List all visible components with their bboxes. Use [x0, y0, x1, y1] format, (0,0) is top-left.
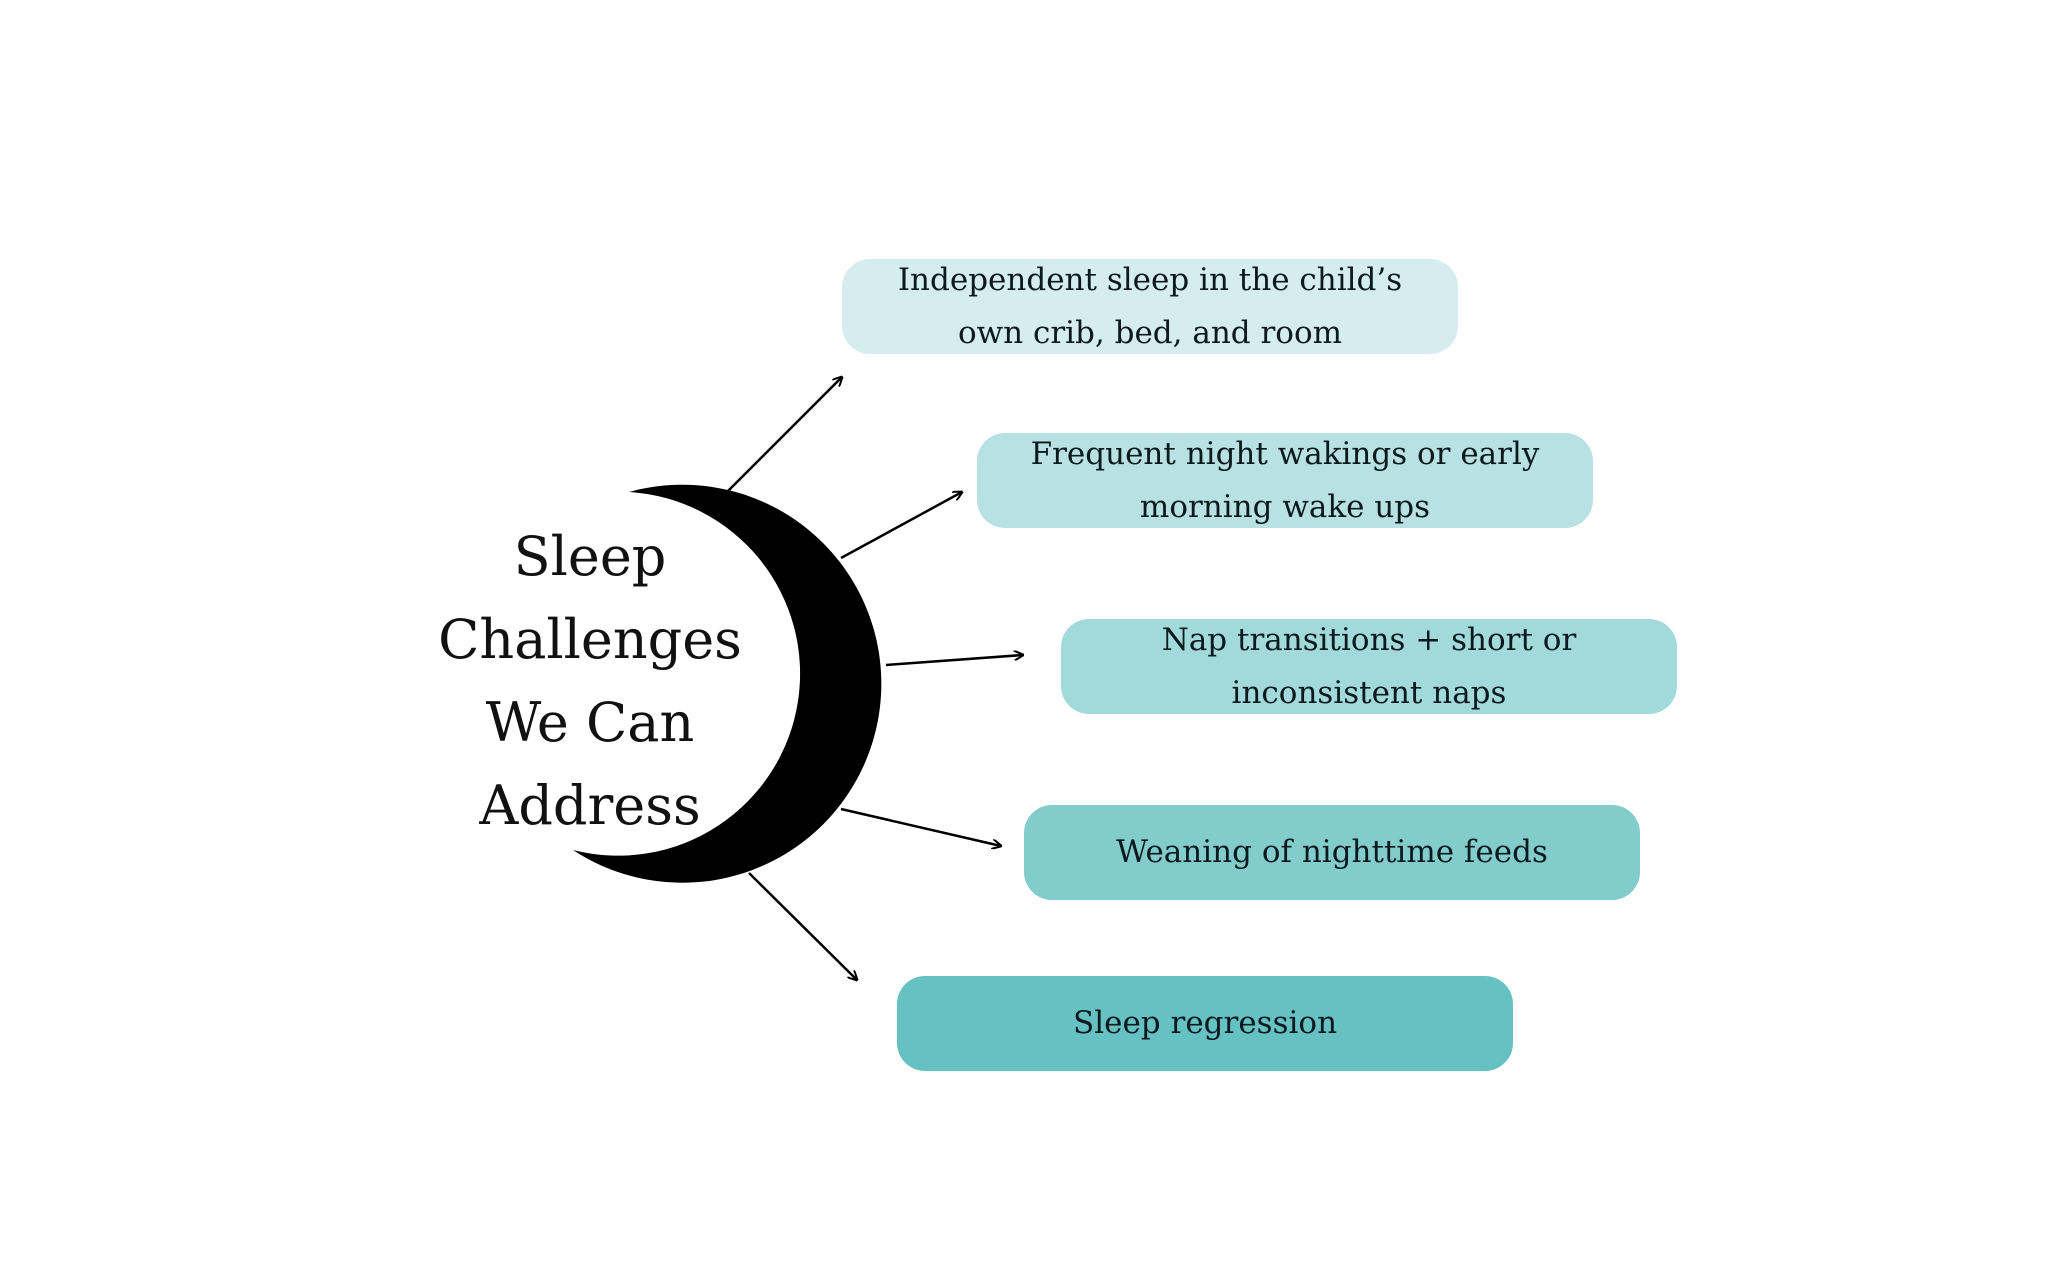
challenge-text-line: morning wake ups — [1139, 488, 1431, 525]
challenge-text-line: Nap transitions + short or — [1161, 621, 1577, 658]
challenge-text-line: Weaning of nighttime feeds — [1116, 834, 1548, 870]
challenge-box-weaning-feeds: Weaning of nighttime feeds — [1024, 805, 1640, 900]
arrow-icon — [748, 872, 857, 980]
center-title-line: We Can — [485, 691, 695, 754]
arrow-icon — [840, 807, 1001, 846]
challenge-box-sleep-regression: Sleep regression — [897, 976, 1513, 1071]
center-title-line: Challenges — [438, 608, 742, 671]
center-title-line: Sleep — [513, 525, 667, 588]
center-title: Sleep Challenges We Can Address — [430, 515, 750, 847]
challenge-text-line: Sleep regression — [1072, 1005, 1338, 1041]
arrow-icon — [885, 655, 1023, 667]
challenge-text-line: Frequent night wakings or early — [1030, 435, 1540, 472]
challenge-text-line: own crib, bed, and room — [957, 314, 1343, 351]
challenge-box-independent-sleep: Independent sleep in the child’s own cri… — [842, 259, 1458, 354]
challenge-text-line: inconsistent naps — [1231, 674, 1507, 711]
challenge-text-line: Independent sleep in the child’s — [897, 261, 1403, 298]
challenge-box-night-wakings: Frequent night wakings or early morning … — [977, 433, 1593, 528]
arrow-icon — [840, 492, 962, 560]
challenge-box-nap-transitions: Nap transitions + short or inconsistent … — [1061, 619, 1677, 714]
arrow-icon — [727, 377, 842, 492]
crescent-moon-icon — [573, 484, 882, 883]
center-title-line: Address — [479, 774, 701, 837]
